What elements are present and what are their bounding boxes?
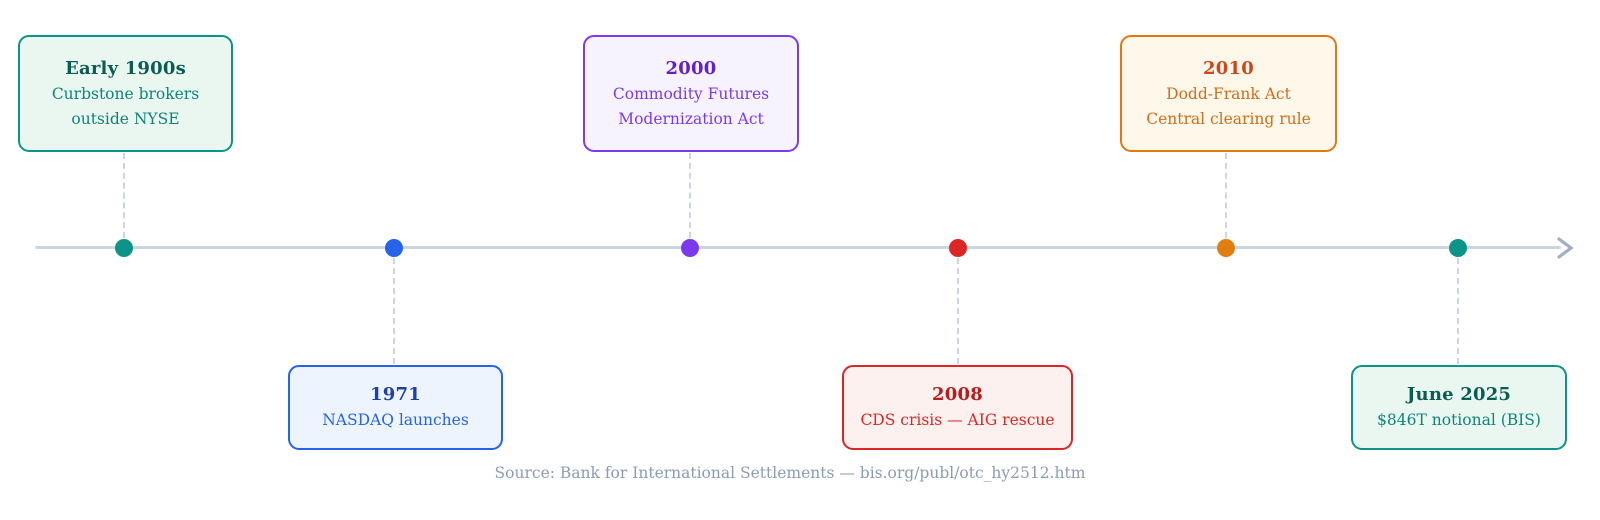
event-description-line: NASDAQ launches [322, 411, 469, 429]
event-connector [123, 153, 125, 238]
event-connector [689, 153, 691, 238]
timeline-axis-line [35, 246, 1561, 249]
event-description-line: Modernization Act [618, 109, 764, 128]
event-title: June 2025 [1406, 384, 1512, 405]
arrowhead-path [1557, 237, 1574, 259]
event-description-line: Central clearing rule [1146, 109, 1311, 128]
event-title: 2008 [932, 384, 983, 405]
event-card-1971: 1971 NASDAQ launches [288, 365, 503, 450]
event-dot [115, 239, 133, 257]
event-description-line: outside NYSE [71, 109, 180, 128]
event-title: 1971 [370, 384, 421, 405]
event-dot [1217, 239, 1235, 257]
event-card-june-2025: June 2025 $846T notional (BIS) [1351, 365, 1567, 450]
event-dot [681, 239, 699, 257]
event-connector [393, 258, 395, 364]
event-description-line: Dodd-Frank Act [1166, 84, 1291, 103]
event-dot [1449, 239, 1467, 257]
event-card-2008: 2008 CDS crisis — AIG rescue [842, 365, 1073, 450]
event-connector [1457, 258, 1459, 364]
event-connector [1225, 153, 1227, 238]
event-title: 2000 [665, 57, 717, 79]
event-card-2010: 2010 Dodd-Frank Act Central clearing rul… [1120, 35, 1337, 152]
event-connector [957, 258, 959, 364]
event-dot [385, 239, 403, 257]
timeline-arrowhead-icon [1557, 237, 1574, 259]
source-attribution: Source: Bank for International Settlemen… [494, 464, 1086, 482]
event-title: Early 1900s [65, 57, 186, 79]
event-description-line: Curbstone brokers [51, 84, 200, 103]
event-title: 2010 [1203, 57, 1254, 79]
event-description-line: Commodity Futures [612, 84, 770, 103]
event-dot [949, 239, 967, 257]
event-card-early-1900s: Early 1900s Curbstone brokers outside NY… [18, 35, 233, 152]
event-description-line: CDS crisis — AIG rescue [860, 411, 1055, 429]
event-card-2000: 2000 Commodity Futures Modernization Act [583, 35, 799, 152]
event-description-line: $846T notional (BIS) [1377, 411, 1541, 429]
